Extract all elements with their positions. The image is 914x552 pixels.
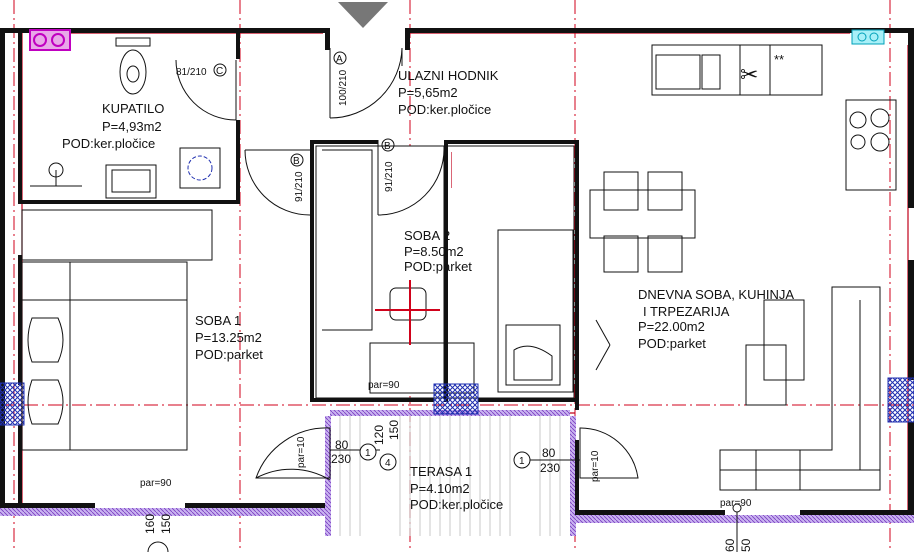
window-soba2	[433, 383, 479, 415]
double-bed	[21, 261, 188, 451]
kupatilo-floor: POD:ker.pločice	[62, 136, 155, 151]
kitchen-tools-icon: ✂	[740, 63, 758, 88]
door-c[interactable]	[175, 59, 237, 121]
soba1-name: SOBA 1	[195, 313, 241, 328]
armchair-soba2	[505, 324, 561, 386]
window-4-b: 150	[387, 420, 401, 440]
door-a-label: 100/210	[338, 69, 349, 106]
bottom-dim-150: 150	[159, 514, 173, 534]
parapet-label-3: par=90	[720, 498, 752, 509]
dnevna-name: DNEVNA SOBA, KUHINJA	[638, 287, 794, 302]
door-a[interactable]	[329, 47, 403, 119]
socket-cyan-icon	[851, 29, 885, 45]
door-b2-tag: B	[384, 141, 391, 152]
entrance-arrow-icon	[338, 2, 388, 28]
window-4-tag: 4	[385, 458, 391, 469]
soba2-floor: POD:parket	[404, 259, 472, 274]
door-b2-label: 91/210	[384, 161, 395, 192]
parapet-label-1: par=90	[368, 380, 400, 391]
door-b1[interactable]	[244, 149, 311, 216]
terasa-area: P=4.10m2	[410, 481, 470, 496]
hodnik-floor: POD:ker.pločice	[398, 102, 491, 117]
dnevna-floor: POD:parket	[638, 336, 706, 351]
tv-unit	[595, 319, 611, 371]
bottom-dim-160: 160	[143, 514, 157, 534]
door-a-tag: A	[336, 54, 343, 65]
door-b2[interactable]	[377, 138, 445, 216]
balcony-door-left[interactable]	[255, 427, 331, 481]
bottom-dim-50: 50	[739, 538, 753, 552]
window-1-tag-left: 1	[365, 448, 371, 459]
hodnik-area: P=5,65m2	[398, 85, 458, 100]
window-1-width-left: 80	[335, 438, 349, 452]
shower-icon	[179, 147, 221, 189]
toilet-icon	[115, 37, 151, 95]
terasa-floor: POD:ker.pločice	[410, 497, 503, 512]
soba2-name: SOBA 2	[404, 228, 450, 243]
door-c-label: 81/210	[176, 67, 207, 78]
parapet-label-5: par=10	[590, 450, 601, 482]
soba1-area: P=13.25m2	[195, 330, 262, 345]
terrace-floor	[339, 416, 561, 536]
bottom-dim-60: 60	[723, 538, 737, 552]
sink-icon	[105, 164, 157, 199]
sofa	[719, 286, 881, 491]
kupatilo-area: P=4,93m2	[102, 119, 162, 134]
dnevna-name-2: I TRPEZARIJA	[643, 304, 730, 319]
window-marker-left: 1 80 230 4 120 150	[330, 420, 401, 471]
window-right	[887, 377, 914, 423]
parapet-label-2: par=90	[140, 478, 172, 489]
coffee-table	[763, 299, 805, 381]
door-b1-label: 91/210	[294, 171, 305, 202]
soba2-area: P=8.50m2	[404, 244, 464, 259]
washbasin-icon	[30, 162, 82, 187]
bottom-dimensions: 160 150 60 50	[143, 503, 753, 552]
dnevna-area: P=22.00m2	[638, 319, 705, 334]
rug	[745, 344, 787, 406]
wardrobe	[21, 209, 213, 261]
desk-chair-icon	[375, 280, 440, 345]
window-marker-right: 1 80 230	[513, 446, 580, 475]
balcony-door-right[interactable]	[579, 427, 639, 479]
parapet-label-4: par=10	[296, 436, 307, 468]
window-1-height-right: 230	[540, 461, 560, 475]
window-1-tag-right: 1	[519, 456, 525, 467]
kitchen-counter	[651, 44, 897, 191]
dining-table	[589, 171, 696, 273]
hodnik-name: ULAZNI HODNIK	[398, 68, 499, 83]
kupatilo-name: KUPATILO	[102, 101, 164, 116]
interior-walls	[18, 33, 579, 515]
soba1-floor: POD:parket	[195, 347, 263, 362]
window-1-height-left: 230	[331, 452, 351, 466]
exterior-walls	[0, 28, 914, 515]
terasa-name: TERASA 1	[410, 464, 472, 479]
door-b1-tag: B	[293, 156, 300, 167]
window-4-a: 120	[372, 425, 386, 445]
window-1-width-right: 80	[542, 446, 556, 460]
window-left	[0, 382, 25, 426]
kitchen-stars: **	[774, 52, 784, 67]
door-c-tag: C	[216, 66, 223, 77]
